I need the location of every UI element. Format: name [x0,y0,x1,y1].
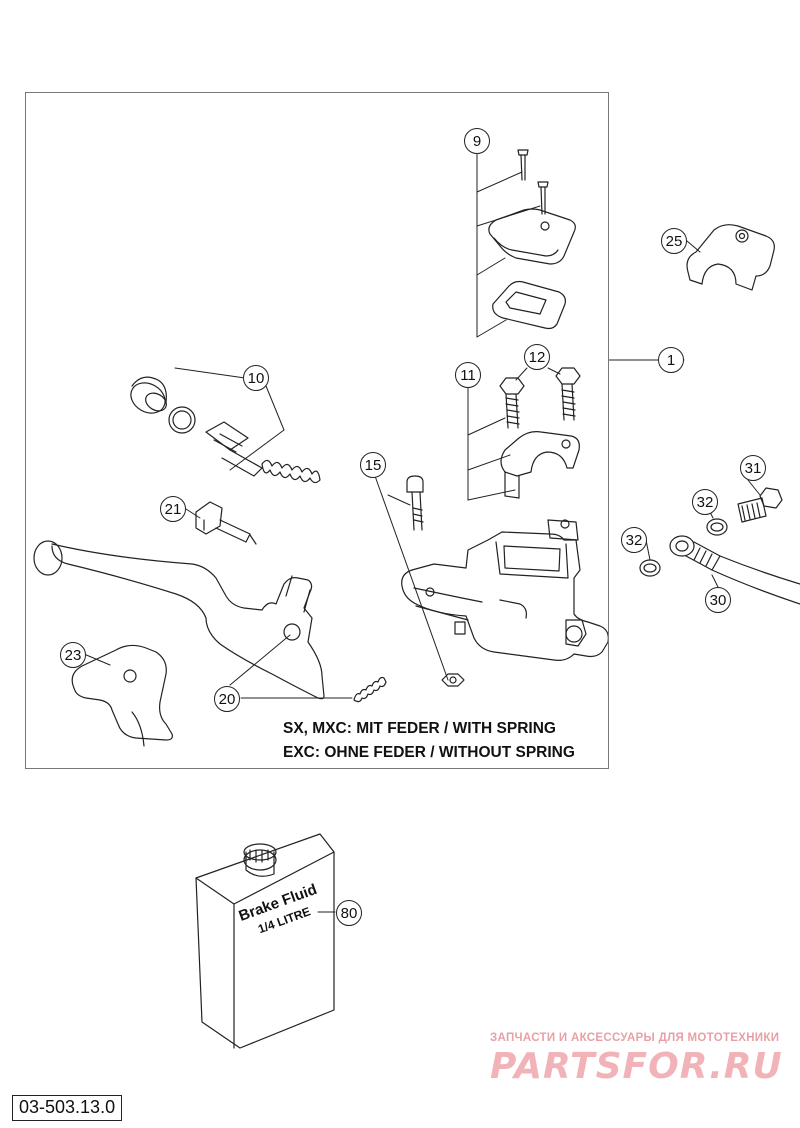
callout-32b[interactable]: 32 [621,527,647,553]
assembly-frame [25,92,609,769]
washer-32a [706,518,728,536]
master-cylinder-body [401,519,609,661]
lever-clamp-11 [500,431,580,499]
pivot-bolt-15 [406,475,424,531]
piston-boot [130,376,167,414]
piston [205,421,263,477]
callout-1[interactable]: 1 [658,347,684,373]
circlip [168,406,196,434]
callout-20[interactable]: 20 [214,686,240,712]
banjo-bolt-31 [737,487,783,523]
washer-32b [639,559,661,577]
watermark-title: PARTSFOR.RU [490,1046,783,1087]
handlebar-clamp-25 [686,224,775,291]
note-with-spring: SX, MXC: MIT FEDER / WITH SPRING [283,720,556,737]
brake-lever [33,540,325,700]
callout-30[interactable]: 30 [705,587,731,613]
callout-9[interactable]: 9 [464,128,490,154]
reservoir-gasket [492,280,566,330]
callout-21[interactable]: 21 [160,496,186,522]
adjuster-21 [195,501,257,545]
callout-80[interactable]: 80 [336,900,362,926]
brake-hose-30 [669,535,800,605]
piston-spring [261,459,321,484]
callout-10[interactable]: 10 [243,365,269,391]
callout-31[interactable]: 31 [740,455,766,481]
callout-23[interactable]: 23 [60,642,86,668]
clamp-bolts [499,367,581,429]
callout-25[interactable]: 25 [661,228,687,254]
leader-lines [83,153,761,913]
reservoir-screws [517,149,549,215]
lever-spring-20 [353,676,387,703]
lever-guard-23 [71,644,173,747]
callout-12[interactable]: 12 [524,344,550,370]
reservoir-cover [488,208,576,265]
brake-fluid-can [195,833,335,1049]
note-without-spring: EXC: OHNE FEDER / WITHOUT SPRING [283,744,575,761]
callout-11[interactable]: 11 [455,362,481,388]
callout-15[interactable]: 15 [360,452,386,478]
callout-32a[interactable]: 32 [692,489,718,515]
part-code: 03-503.13.0 [12,1095,123,1121]
nut-15 [441,673,465,687]
watermark-subtitle: ЗАПЧАСТИ И АКСЕССУАРЫ ДЛЯ МОТОТЕХНИКИ [490,1032,780,1044]
